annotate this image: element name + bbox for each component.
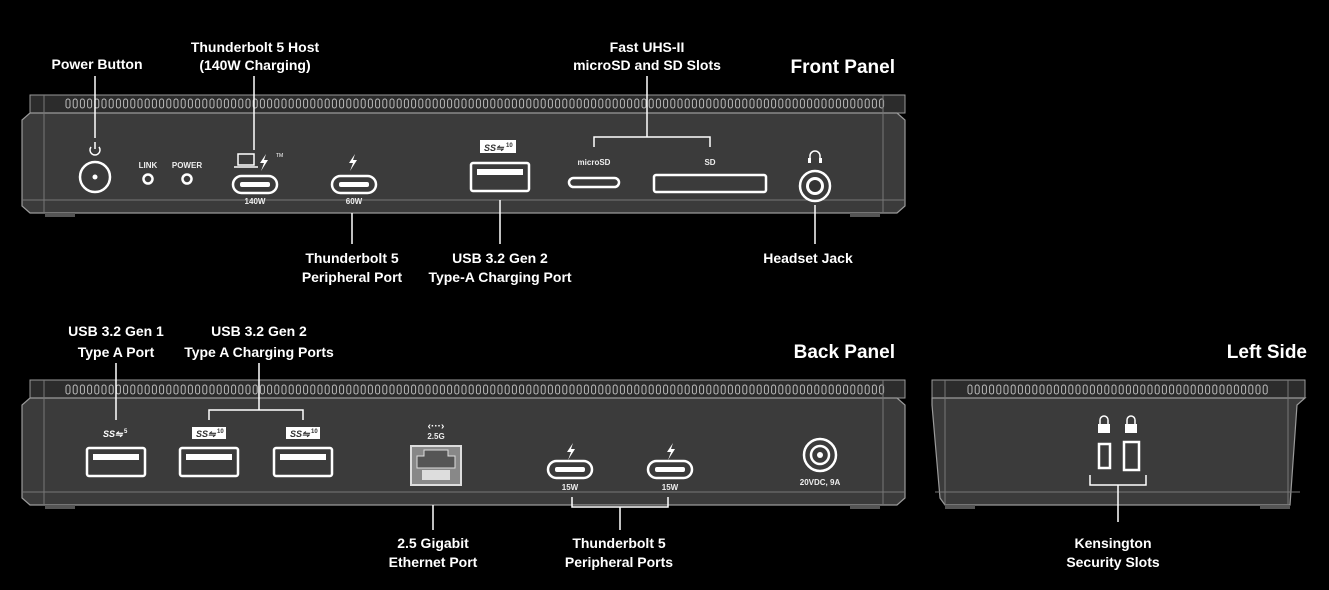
usb-gen2-label: USB 3.2 Gen 2 (211, 323, 307, 339)
thunderbolt-icon (260, 154, 268, 171)
svg-text:SS⇋: SS⇋ (484, 143, 505, 153)
front-body (21, 112, 906, 214)
front-vent-bar (29, 94, 906, 114)
tb5-host-port[interactable] (231, 174, 279, 195)
svg-text:10: 10 (217, 429, 224, 435)
sd-label: SD (704, 158, 715, 167)
sd-slot[interactable] (652, 173, 768, 194)
superspeed-usb-icon: SS⇋10 (480, 140, 516, 153)
tb5-host-label-2: (140W Charging) (199, 57, 310, 73)
tb5-ports-label: Thunderbolt 5 (572, 535, 666, 551)
usb-gen2-port-2[interactable] (272, 446, 334, 478)
usb-a-charging-port[interactable] (469, 161, 531, 193)
svg-text:10: 10 (311, 429, 318, 435)
ethernet-label-2: Ethernet Port (389, 554, 478, 570)
superspeed-usb-icon: SS⇋10 (286, 427, 320, 439)
thunderbolt-icon (567, 443, 575, 460)
superspeed-usb-icon: SS⇋5 (103, 429, 128, 439)
kensington-lock-icon (1098, 415, 1110, 433)
tb5-back-port-2[interactable] (646, 459, 694, 480)
svg-text:10: 10 (506, 143, 513, 149)
dc-power-jack[interactable] (802, 437, 838, 473)
tb-watts-1: 15W (562, 483, 579, 492)
usb-gen1-label: USB 3.2 Gen 1 (68, 323, 164, 339)
vent-slots (967, 384, 1268, 395)
power-icon (89, 142, 101, 156)
superspeed-usb-icon: SS⇋10 (192, 427, 226, 439)
microsd-slot[interactable] (567, 176, 621, 189)
tb5-host-label: Thunderbolt 5 Host (191, 39, 320, 55)
power-button[interactable] (78, 160, 112, 194)
usb-a-label: USB 3.2 Gen 2 (452, 250, 548, 266)
headset-label: Headset Jack (763, 250, 853, 266)
svg-text:SS⇋: SS⇋ (290, 429, 311, 439)
tb-watts-2: 15W (662, 483, 679, 492)
usb-gen2-port-1[interactable] (178, 446, 240, 478)
left-side-panel: Left Side (931, 342, 1307, 509)
laptop-icon (234, 153, 258, 168)
host-watts: 140W (245, 197, 266, 206)
svg-text:‹···›: ‹···› (428, 421, 445, 432)
trademark: TM (276, 153, 283, 159)
power-button-label: Power Button (52, 56, 143, 72)
microsd-label: microSD (578, 158, 611, 167)
usb-gen1-port[interactable] (85, 446, 147, 478)
tb5-ports-label-2: Peripheral Ports (565, 554, 673, 570)
link-label: LINK (139, 161, 158, 170)
left-side-title: Left Side (1227, 342, 1307, 363)
card-slots-label-2: microSD and SD Slots (573, 57, 721, 73)
usb-gen1-label-2: Type A Port (78, 344, 155, 360)
power-led (181, 173, 193, 185)
power-led-label: POWER (172, 161, 202, 170)
foot (45, 213, 75, 217)
usb-a-label-2: Type-A Charging Port (428, 269, 571, 285)
headphone-icon (808, 150, 822, 163)
link-led (142, 173, 154, 185)
svg-text:SS⇋: SS⇋ (196, 429, 217, 439)
back-panel-title: Back Panel (794, 342, 895, 363)
ethernet-icon: ‹···› (428, 421, 445, 432)
svg-text:SS⇋: SS⇋ (103, 429, 124, 439)
kensington-slot-2[interactable] (1122, 440, 1141, 472)
tb5-peripheral-port[interactable] (330, 174, 378, 195)
card-slots-label: Fast UHS-II (610, 39, 685, 55)
kensington-slot-1[interactable] (1097, 442, 1112, 470)
kensington-lock-icon (1125, 415, 1137, 433)
usb-gen2-label-2: Type A Charging Ports (184, 344, 334, 360)
ethernet-port[interactable] (410, 445, 462, 486)
tb5-peripheral-label: Thunderbolt 5 (305, 250, 399, 266)
vent-slots (65, 98, 885, 109)
front-panel: LINK POWER TM 140W 60W SS⇋10 microSD SD … (21, 57, 906, 217)
back-vent-bar (29, 379, 906, 399)
ethernet-label: 2.5 Gigabit (397, 535, 469, 551)
kensington-label: Kensington (1075, 535, 1152, 551)
thunderbolt-icon (349, 154, 357, 171)
dc-rating: 20VDC, 9A (800, 478, 841, 487)
tb5-back-port-1[interactable] (546, 459, 594, 480)
svg-text:5: 5 (124, 429, 128, 435)
vent-slots (65, 384, 885, 395)
foot (850, 213, 880, 217)
headset-jack[interactable] (798, 169, 832, 203)
thunderbolt-icon (667, 443, 675, 460)
front-panel-title: Front Panel (790, 57, 895, 78)
periph-watts: 60W (346, 197, 363, 206)
back-body (21, 397, 906, 506)
eth-speed: 2.5G (427, 432, 444, 441)
tb5-peripheral-label-2: Peripheral Port (302, 269, 403, 285)
kensington-label-2: Security Slots (1066, 554, 1160, 570)
